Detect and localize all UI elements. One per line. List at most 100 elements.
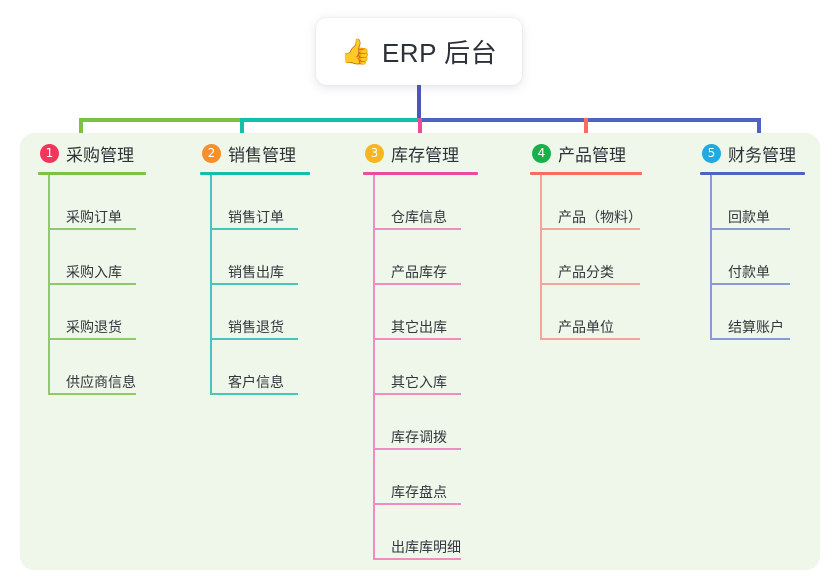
branch-header[interactable]: 3 库存管理 [363,140,478,166]
leaf-node[interactable]: 采购退货 [48,285,146,340]
branch-underline [530,172,642,175]
leaf-node[interactable]: 回款单 [710,175,805,230]
leaf-underline [373,228,461,230]
leaf-underline [48,338,136,340]
leaf-node[interactable]: 产品库存 [373,230,478,285]
leaf-label: 销售订单 [228,209,284,225]
leaf-label: 采购入库 [66,264,122,280]
leaf-underline [48,393,136,395]
leaf-node[interactable]: 出库库明细 [373,505,478,560]
leaf-label: 销售退货 [228,319,284,335]
branches-panel [20,133,820,570]
branch-title: 产品管理 [558,145,626,165]
branch-underline [200,172,310,175]
branch-number-badge: 1 [40,143,59,163]
leaf-node[interactable]: 供应商信息 [48,340,146,395]
leaf-node[interactable]: 销售出库 [210,230,310,285]
leaf-label: 其它入库 [391,374,447,390]
leaf-label: 客户信息 [228,374,284,390]
connector-bar-segment [79,118,240,122]
branch-underline [363,172,478,175]
leaf-label: 库存盘点 [391,484,447,500]
leaf-label: 产品分类 [558,264,614,280]
root-node-card[interactable]: 👍 ERP 后台 [316,18,522,85]
branch-number-badge: 5 [702,143,721,163]
leaf-underline [710,283,790,285]
leaf-label: 出库库明细 [391,539,461,555]
leaf-node[interactable]: 其它出库 [373,285,478,340]
leaf-node[interactable]: 库存调拨 [373,395,478,450]
leaf-underline [540,283,640,285]
leaf-node[interactable]: 付款单 [710,230,805,285]
branch-title: 库存管理 [391,145,459,165]
branch-number-badge: 2 [202,143,221,163]
connector-drop-line [79,118,83,146]
leaf-node[interactable]: 结算账户 [710,285,805,340]
leaf-underline [710,228,790,230]
connector-drop-line [584,118,588,146]
leaf-label: 产品（物料） [558,209,642,225]
leaf-underline [540,228,640,230]
leaf-underline [210,283,298,285]
branch-underline [700,172,805,175]
leaf-underline [210,393,298,395]
branch-header[interactable]: 4 产品管理 [530,140,642,166]
branch-header[interactable]: 1 采购管理 [38,140,146,166]
connector-drop-line [418,118,422,146]
leaf-spine-line [48,175,50,395]
root-title: ERP 后台 [381,38,498,68]
thumbs-up-icon: 👍 [340,38,372,66]
leaf-underline [48,228,136,230]
connector-drop-line [757,118,761,146]
leaf-node[interactable]: 产品（物料） [540,175,642,230]
leaf-node[interactable]: 仓库信息 [373,175,478,230]
leaf-underline [210,228,298,230]
leaf-node[interactable]: 销售退货 [210,285,310,340]
leaf-label: 采购订单 [66,209,122,225]
leaf-node[interactable]: 产品分类 [540,230,642,285]
connector-bar-segment [240,118,418,122]
leaf-label: 库存调拨 [391,429,447,445]
leaf-underline [210,338,298,340]
leaf-spine-line [710,175,712,340]
leaf-node[interactable]: 采购订单 [48,175,146,230]
leaf-label: 其它出库 [391,319,447,335]
branch-title: 采购管理 [66,145,134,165]
leaf-underline [710,338,790,340]
leaf-node[interactable]: 其它入库 [373,340,478,395]
leaf-label: 销售出库 [228,264,284,280]
connector-drop-line [240,118,244,146]
leaf-label: 仓库信息 [391,209,447,225]
leaf-node[interactable]: 产品单位 [540,285,642,340]
leaf-label: 采购退货 [66,319,122,335]
leaf-list: 产品（物料） 产品分类产品单位 [530,175,642,340]
leaf-list: 销售订单销售出库销售退货客户信息 [200,175,310,395]
leaf-list: 采购订单采购入库采购退货供应商信息 [38,175,146,395]
leaf-underline [373,503,461,505]
leaf-label: 结算账户 [728,319,784,335]
leaf-spine-line [210,175,212,395]
leaf-node[interactable]: 采购入库 [48,230,146,285]
leaf-node[interactable]: 库存盘点 [373,450,478,505]
leaf-spine-line [373,175,375,560]
connector-bar-segment [418,118,758,122]
leaf-label: 产品单位 [558,319,614,335]
branch-number-badge: 3 [365,143,384,163]
leaf-node[interactable]: 客户信息 [210,340,310,395]
branch-column-3: 3 库存管理仓库信息产品库存其它出库其它入库库存调拨库存盘点出库库明细 [363,140,478,560]
branch-column-4: 4 产品管理产品（物料） 产品分类产品单位 [530,140,642,340]
leaf-underline [373,393,461,395]
leaf-underline [373,338,461,340]
leaf-node[interactable]: 销售订单 [210,175,310,230]
leaf-underline [373,283,461,285]
leaf-underline [540,338,640,340]
leaf-underline [48,283,136,285]
leaf-underline [373,558,461,560]
leaf-list: 仓库信息产品库存其它出库其它入库库存调拨库存盘点出库库明细 [363,175,478,560]
branch-number-badge: 4 [532,143,551,163]
branch-column-1: 1 采购管理采购订单采购入库采购退货供应商信息 [38,140,146,395]
